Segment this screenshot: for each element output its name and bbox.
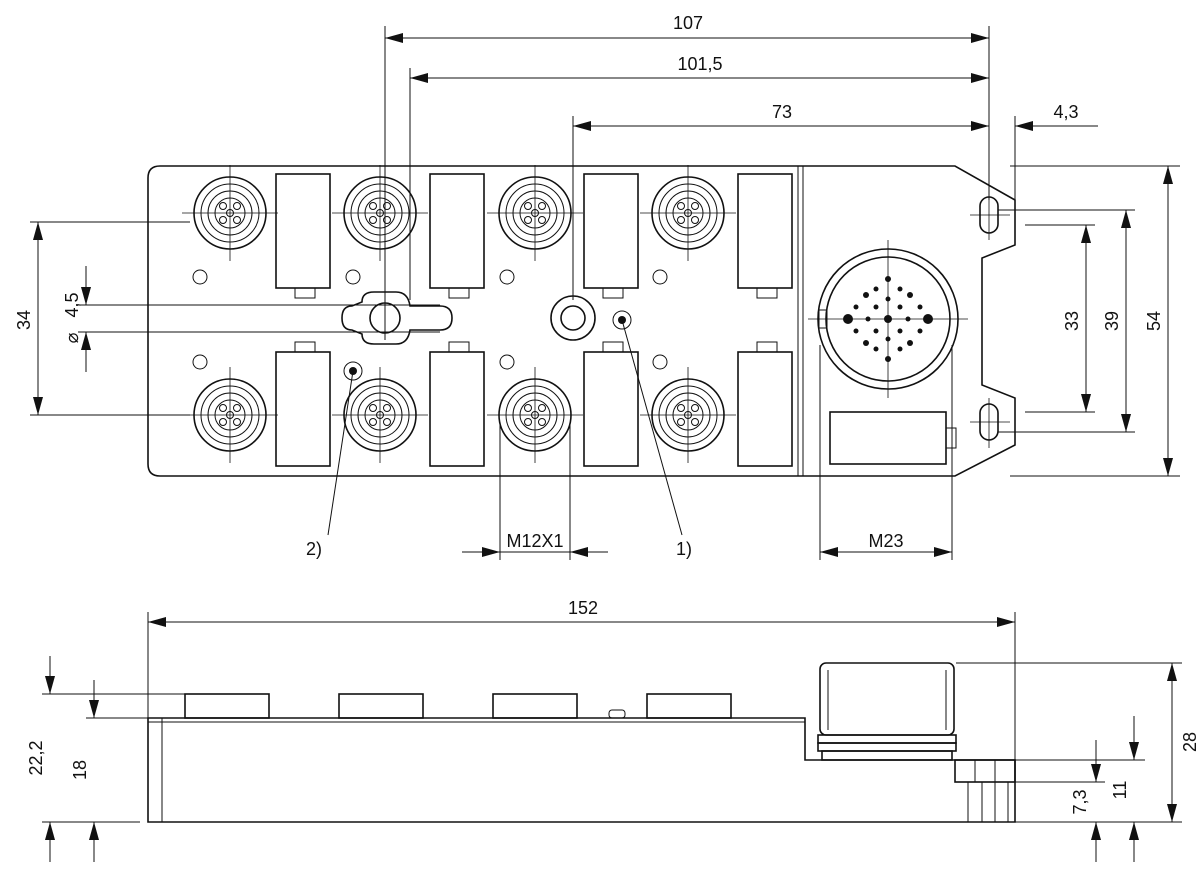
- m12-connector: [487, 165, 583, 261]
- dim-22-2: 22,2: [26, 740, 46, 775]
- m12-connector: [182, 367, 278, 463]
- dim-4-3: 4,3: [1053, 102, 1078, 122]
- side-view: [147, 662, 1016, 823]
- dim-28: 28: [1180, 732, 1200, 752]
- dim-hole-diameter: 4,5: [62, 292, 82, 317]
- dim-18: 18: [70, 760, 90, 780]
- m12-connector: [640, 165, 736, 261]
- dim-152: 152: [568, 598, 598, 618]
- diameter-symbol: ⌀: [62, 332, 82, 343]
- dim-73: 73: [772, 102, 792, 122]
- dim-39: 39: [1102, 311, 1122, 331]
- m12-connector: [332, 165, 428, 261]
- dim-7-3: 7,3: [1070, 789, 1090, 814]
- m12-connector: [640, 367, 736, 463]
- mounting-slot: [341, 291, 453, 345]
- dim-34: 34: [14, 310, 34, 330]
- m23-connector: [808, 240, 968, 398]
- side-housing: [147, 717, 1016, 823]
- m12-connector: [182, 165, 278, 261]
- callout-1: 1): [676, 539, 692, 559]
- side-dimension-labels: 152 22,2 18 28 11 7,3: [26, 598, 1200, 815]
- top-view: [147, 165, 1016, 477]
- dim-11: 11: [1110, 781, 1130, 800]
- top-dimensions: [30, 26, 1180, 560]
- m12-connector: [487, 367, 583, 463]
- m12-connector: [332, 367, 428, 463]
- dim-33: 33: [1062, 311, 1082, 331]
- dim-107: 107: [673, 13, 703, 33]
- center-hole: [550, 295, 596, 341]
- dim-101-5: 101,5: [677, 54, 722, 74]
- dim-m23: M23: [868, 531, 903, 551]
- dim-54: 54: [1144, 311, 1164, 331]
- dim-m12: M12X1: [506, 531, 563, 551]
- callout-2: 2): [306, 539, 322, 559]
- top-dimension-labels: 107 101,5 73 4,3 54 39 33 34 ⌀ 4,5 M12X1…: [14, 13, 1164, 559]
- side-dimensions: [42, 612, 1182, 862]
- housing-outline: [147, 165, 1016, 477]
- m12-connectors: [182, 165, 736, 463]
